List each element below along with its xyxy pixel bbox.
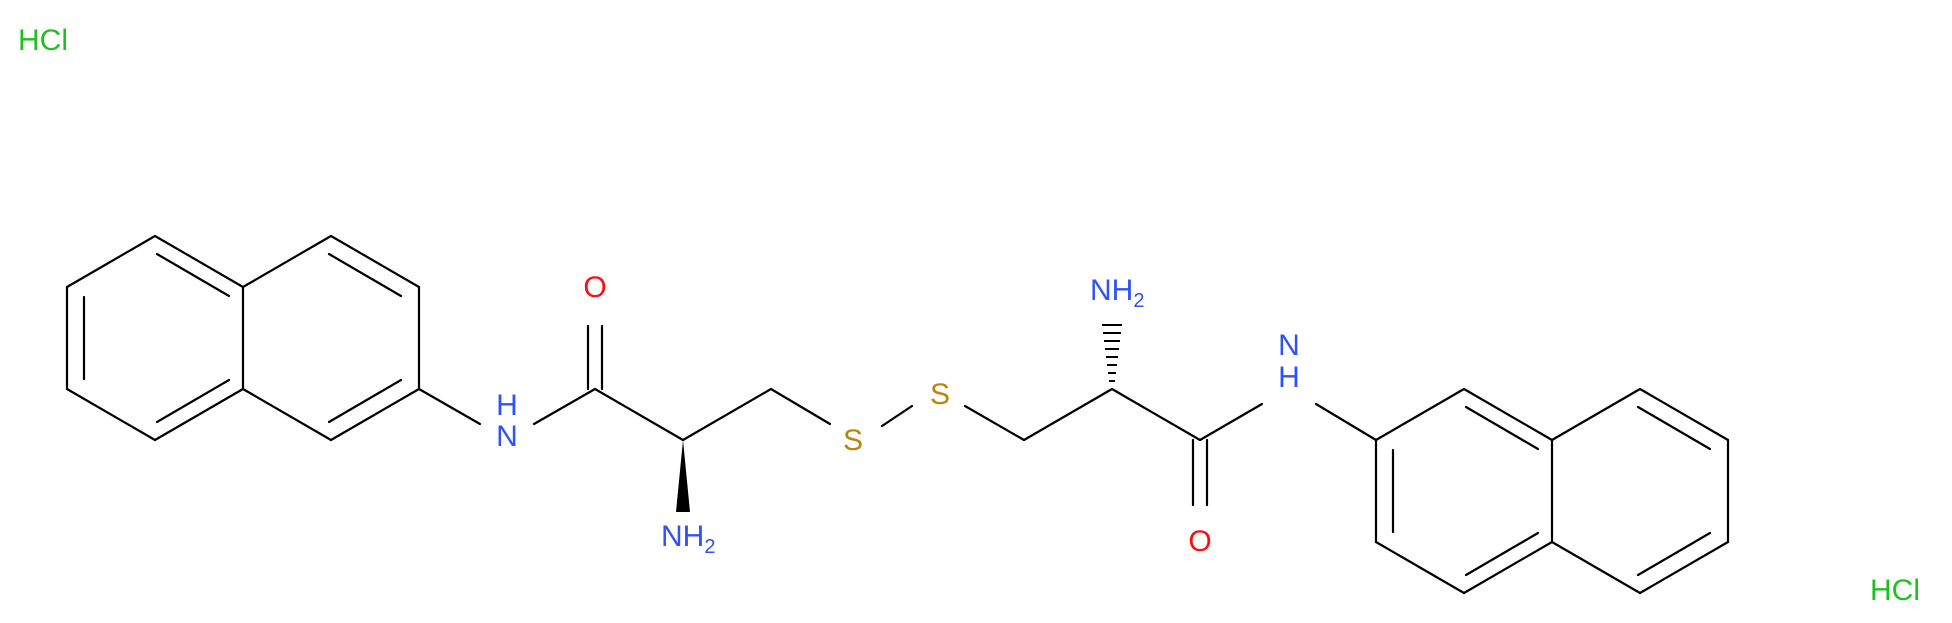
left-wedge-bond <box>676 440 690 512</box>
left-amide-nitrogen: N <box>496 420 518 453</box>
right-amine: NH2 <box>1090 274 1144 312</box>
disulfide-bond <box>880 404 914 428</box>
salt-label-top: HCl <box>18 24 68 57</box>
right-carbonyl-oxygen: O <box>1188 525 1211 558</box>
right-amide-nitrogen: N <box>1278 329 1300 362</box>
left-amine: NH2 <box>661 520 715 558</box>
left-carbonyl-oxygen: O <box>583 271 606 304</box>
disulfide-sulfur-2: S <box>930 378 950 411</box>
disulfide-sulfur-1: S <box>843 424 863 457</box>
left-naphthalene <box>65 234 421 442</box>
right-hash-bond <box>1102 324 1122 382</box>
right-amide-h: H <box>1278 361 1300 394</box>
left-chain <box>417 324 832 512</box>
right-chain <box>963 324 1378 507</box>
right-naphthalene <box>1374 387 1730 595</box>
left-amide-h: H <box>496 389 518 422</box>
salt-label-bottom: HCl <box>1870 574 1920 607</box>
